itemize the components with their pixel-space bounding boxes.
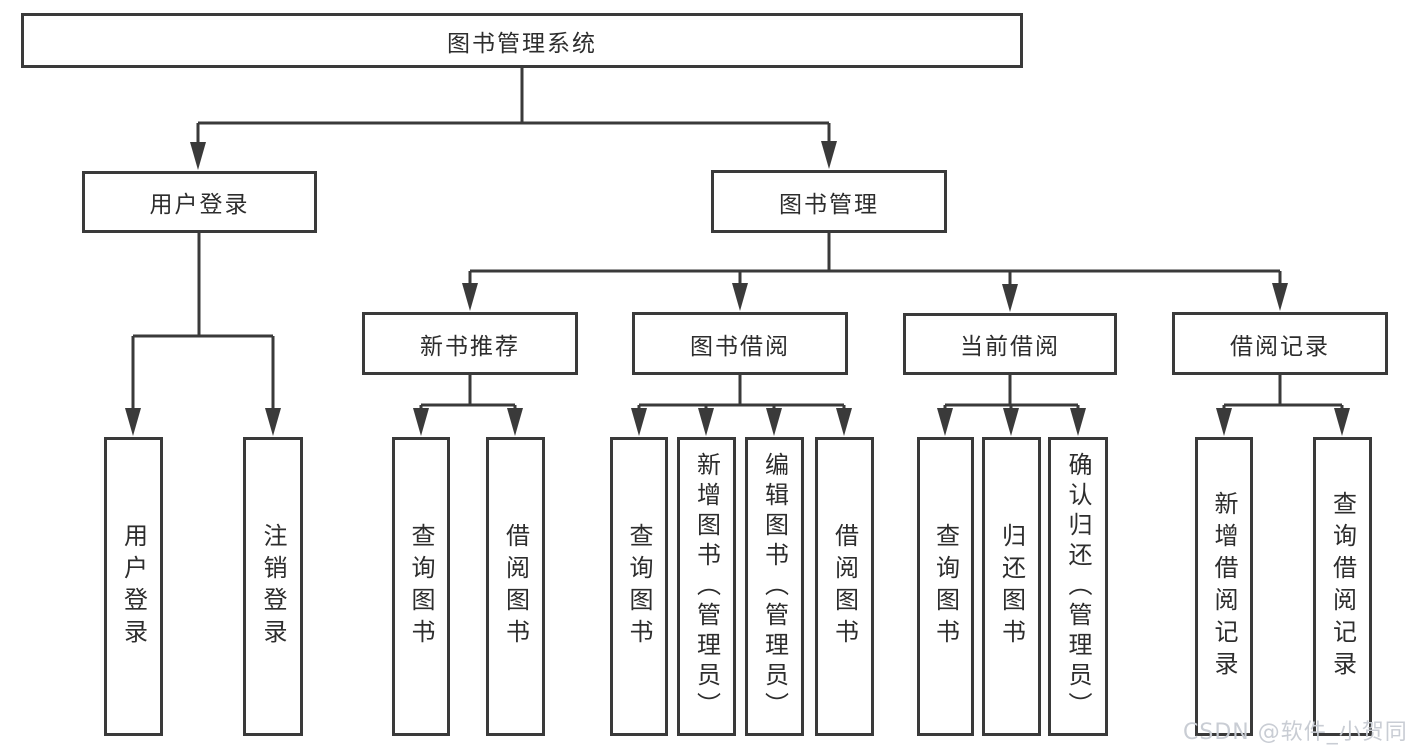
- node-label: 图书管理: [779, 191, 879, 218]
- leaf-book-borrow-borrow: 借阅图书: [815, 437, 874, 736]
- leaf-book-borrow-query: 查询图书: [610, 437, 668, 736]
- node-label: 新书推荐: [420, 333, 520, 360]
- leaf-user-login: 用户登录: [104, 437, 163, 736]
- node-label: 当前借阅: [960, 334, 1060, 360]
- leaf-current-query: 查询图书: [917, 437, 974, 736]
- leaf-record-query: 查询借阅记录: [1313, 437, 1372, 736]
- node-label: 查询图书: [407, 522, 435, 651]
- connector-book-borrow: [637, 375, 846, 414]
- connector-borrow-record: [1222, 375, 1344, 414]
- leaf-book-borrow-edit: 编辑图书（管理员）: [745, 437, 804, 736]
- node-label: 借阅记录: [1230, 333, 1330, 360]
- leaf-book-borrow-add: 新增图书（管理员）: [677, 437, 736, 736]
- node-new-book: 新书推荐: [362, 312, 578, 375]
- node-label: 图书借阅: [690, 333, 790, 360]
- node-label: 新增图书（管理员）: [692, 451, 721, 722]
- node-label: 注销登录: [259, 522, 287, 651]
- node-label: 借阅图书: [830, 522, 859, 651]
- node-label: 查询借阅记录: [1328, 490, 1357, 683]
- connector-user-login: [131, 233, 275, 412]
- node-label: 归还图书: [997, 522, 1026, 651]
- node-label: 查询图书: [931, 522, 960, 651]
- leaf-current-confirm-return: 确认归还（管理员）: [1048, 437, 1108, 736]
- leaf-logout-login: 注销登录: [243, 437, 303, 736]
- node-book-mgmt: 图书管理: [711, 170, 947, 233]
- leaf-current-return: 归还图书: [982, 437, 1041, 736]
- node-borrow-record: 借阅记录: [1172, 312, 1388, 375]
- connector-root: [196, 68, 831, 146]
- node-label: 用户登录: [149, 192, 250, 218]
- connector-new-book: [419, 375, 517, 414]
- arrowheads: [125, 141, 1350, 436]
- leaf-new-book-query: 查询图书: [392, 437, 450, 736]
- node-user-login: 用户登录: [82, 171, 317, 233]
- node-label: 图书管理系统: [447, 30, 597, 57]
- node-label: 用户登录: [119, 522, 148, 651]
- node-label: 查询图书: [625, 522, 653, 651]
- leaf-new-book-borrow: 借阅图书: [486, 437, 545, 736]
- leaf-record-add: 新增借阅记录: [1195, 437, 1253, 736]
- csdn-watermark: CSDN @软件_小贺同学: [1183, 720, 1405, 745]
- node-current-borrow: 当前借阅: [903, 313, 1117, 375]
- node-label: 新增借阅记录: [1210, 490, 1238, 683]
- connector-book-mgmt: [468, 233, 1282, 286]
- node-root: 图书管理系统: [21, 13, 1023, 68]
- node-label: 借阅图书: [501, 522, 530, 651]
- node-label: 确认归还（管理员）: [1064, 451, 1092, 722]
- node-book-borrow: 图书借阅: [632, 312, 848, 375]
- node-label: 编辑图书（管理员）: [760, 451, 789, 722]
